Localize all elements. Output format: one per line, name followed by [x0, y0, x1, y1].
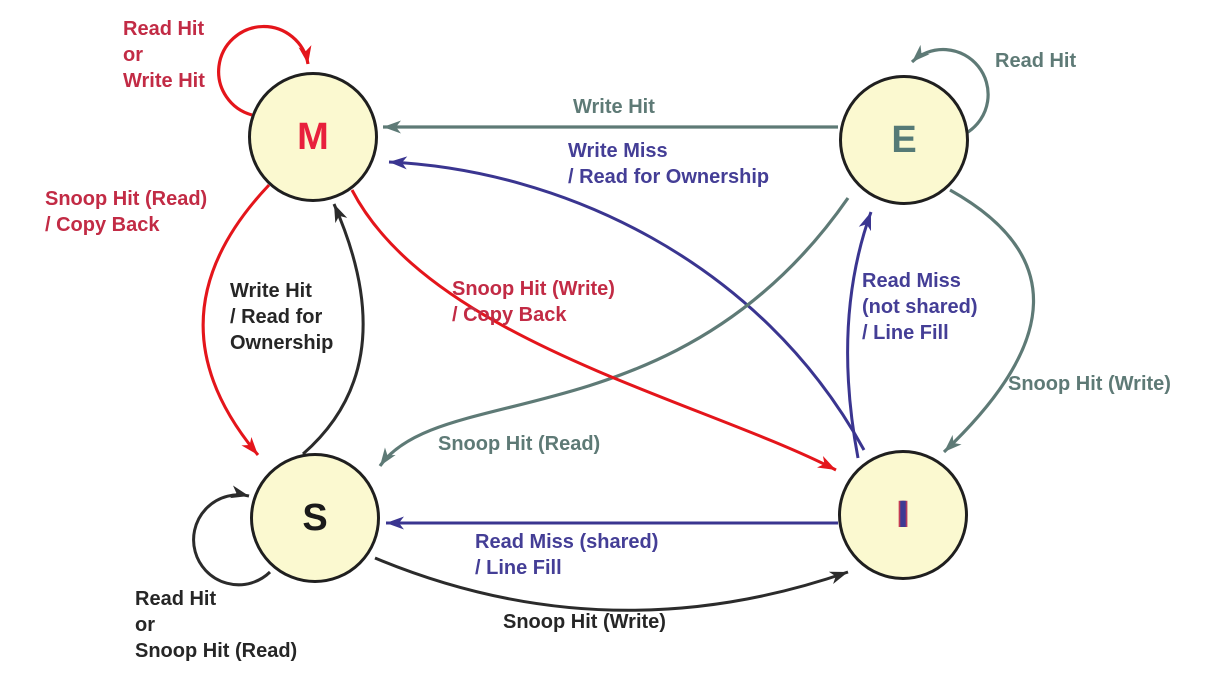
state-letter-m: M — [297, 115, 329, 158]
arrow-m-to-s — [201, 183, 271, 456]
transition-label-i-to-e: Read Miss (not shared) / Line Fill — [862, 270, 978, 344]
transition-label-e-to-m: Write Hit — [573, 96, 655, 118]
arrow-e-to-i — [942, 188, 1036, 454]
state-node-invalid: I — [838, 450, 968, 580]
transition-label-m-to-i: Snoop Hit (Write) / Copy Back — [452, 278, 615, 326]
transition-label-e-self: Read Hit — [995, 50, 1077, 72]
arrow-s-to-m — [302, 203, 365, 456]
state-node-exclusive: E — [839, 75, 969, 205]
transition-label-m-self: Read Hit or Write Hit — [123, 18, 205, 92]
arrow-s-self-loop — [192, 485, 272, 587]
arrow-m-to-i — [350, 189, 837, 472]
transition-label-i-to-m: Write Miss / Read for Ownership — [568, 140, 770, 188]
arrow-e-to-s — [378, 197, 850, 467]
arrow-i-to-e — [846, 211, 873, 459]
arrow-s-to-i — [374, 556, 849, 612]
transition-label-i-to-s: Read Miss (shared) / Line Fill — [475, 531, 659, 579]
transition-label-s-to-m: Write Hit / Read for Ownership — [230, 280, 334, 354]
transition-label-e-to-i: Snoop Hit (Write) — [1008, 373, 1171, 395]
state-node-modified: M — [248, 72, 378, 202]
transition-label-e-to-s: Snoop Hit (Read) — [438, 433, 601, 455]
state-letter-i: I — [897, 493, 909, 536]
transition-label-m-to-s: Snoop Hit (Read) / Copy Back — [45, 188, 208, 236]
transition-label-s-to-i: Snoop Hit (Write) — [503, 611, 666, 633]
state-letter-e: E — [891, 118, 917, 161]
transition-label-s-self: Read Hit or Snoop Hit (Read) — [135, 588, 298, 662]
arrow-m-self-loop — [217, 25, 312, 117]
state-letter-s: S — [302, 496, 328, 539]
state-node-shared: S — [250, 453, 380, 583]
arrow-i-to-m — [388, 156, 866, 451]
arrow-e-self-loop — [910, 44, 990, 134]
